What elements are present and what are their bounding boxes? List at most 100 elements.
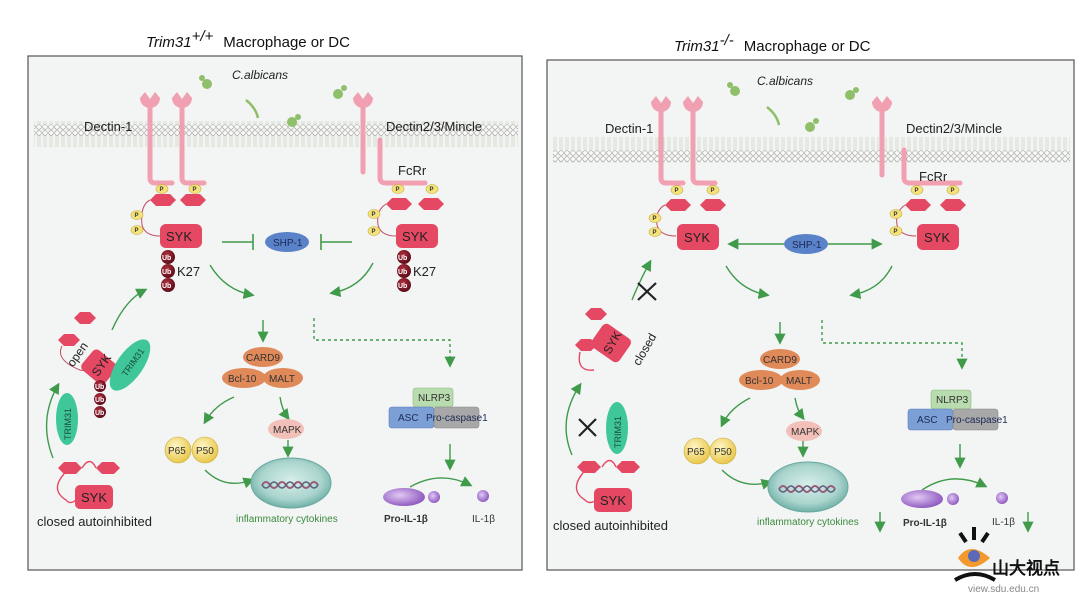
svg-text:P: P <box>915 188 919 194</box>
fcrr-label: FcRr <box>919 169 948 184</box>
inflammatory-cytokines-label: inflammatory cytokines <box>757 517 859 528</box>
shp1-node: SHP-1 <box>784 234 828 254</box>
dectin-1-label: Dectin-1 <box>84 119 132 134</box>
svg-text:ASC: ASC <box>917 415 938 426</box>
pathogen-label: C.albicans <box>232 68 288 82</box>
svg-text:Ub: Ub <box>398 283 407 290</box>
svg-text:P: P <box>135 213 139 219</box>
trim31-node: TRIM31 <box>606 402 628 454</box>
svg-text:MAPK: MAPK <box>273 425 302 436</box>
svg-text:Ub: Ub <box>398 255 407 262</box>
svg-text:P: P <box>951 188 955 194</box>
svg-text:TRIM31: TRIM31 <box>63 408 73 440</box>
nucleus <box>767 461 849 513</box>
blocked-x-icon <box>578 282 657 437</box>
svg-text:P: P <box>894 212 898 218</box>
svg-text:ASC: ASC <box>398 413 419 424</box>
watermark-name: 山大视点 <box>992 558 1060 578</box>
syk-complex-left: P P P P SYK <box>648 185 726 250</box>
syk-closed-autoinhibited: SYK <box>56 460 120 509</box>
closed-autoinhibited-label: closed autoinhibited <box>37 514 152 529</box>
svg-text:Bcl-10: Bcl-10 <box>745 376 774 387</box>
svg-text:Pro-caspase1: Pro-caspase1 <box>946 415 1008 426</box>
il1b-molecules <box>901 490 1008 508</box>
svg-text:P: P <box>372 229 376 235</box>
svg-text:Ub: Ub <box>95 410 104 417</box>
pro-il1b-label: Pro-IL-1β <box>384 514 428 525</box>
watermark-eye-logo <box>953 527 997 582</box>
syk-open-trim31: SYK open TRIM31 Ub Ub Ub <box>58 312 151 418</box>
il1b-label: IL-1β <box>472 514 495 525</box>
svg-text:P: P <box>653 230 657 236</box>
panel-title: Trim31-/-Macrophage or DC <box>674 32 871 55</box>
svg-text:Ub: Ub <box>95 397 104 404</box>
svg-text:P: P <box>372 212 376 218</box>
trim31-node: TRIM31 <box>56 393 78 445</box>
shp1-node: SHP-1 <box>265 232 309 252</box>
svg-text:Bcl-10: Bcl-10 <box>228 374 257 385</box>
signal-arrows <box>565 238 1034 533</box>
nfkb-dimer: P65 P50 <box>683 437 737 465</box>
svg-text:SHP-1: SHP-1 <box>273 238 303 249</box>
cell-membrane <box>34 121 518 147</box>
syk-closed-autoinhibited: SYK <box>575 459 640 512</box>
dectin2-receptor <box>872 96 963 186</box>
nfkb-dimer: P65 P50 <box>164 436 219 464</box>
dashed-arrow-inflammasome <box>313 318 456 368</box>
svg-text:P: P <box>160 187 164 193</box>
fcrr-label: FcRr <box>398 163 427 178</box>
svg-text:Ub: Ub <box>162 255 171 262</box>
card9-complex: CARD9 Bcl-10 MALT <box>222 347 303 388</box>
svg-text:Pro-caspase1: Pro-caspase1 <box>426 413 488 424</box>
syk-complex-left: P P P P SYK Ub Ub Ub K27 <box>130 184 206 292</box>
svg-text:NLRP3: NLRP3 <box>936 395 969 406</box>
svg-text:SYK: SYK <box>924 230 950 245</box>
closed-autoinhibited-label: closed autoinhibited <box>553 518 668 533</box>
panel-knockout: Trim31-/-Macrophage or DC C.albicans Dec… <box>546 32 1075 571</box>
svg-text:P: P <box>430 187 434 193</box>
inflammasome: NLRP3 ASC Pro-caspase1 <box>388 387 488 429</box>
panel-wildtype: Trim31+/+Macrophage or DC C.albicans Dec… <box>27 28 523 571</box>
panel-title: Trim31+/+Macrophage or DC <box>146 28 350 51</box>
syk-label: SYK <box>402 229 428 244</box>
svg-text:Ub: Ub <box>162 269 171 276</box>
syk-complex-right: P P P P SYK Ub Ub Ub K27 <box>367 184 444 292</box>
dectin2-label: Dectin2/3/Mincle <box>386 119 482 134</box>
il1b-molecules <box>383 488 489 506</box>
svg-text:Ub: Ub <box>162 283 171 290</box>
svg-text:TRIM31: TRIM31 <box>613 416 623 448</box>
dectin2-label: Dectin2/3/Mincle <box>906 121 1002 136</box>
svg-text:P: P <box>193 187 197 193</box>
svg-text:SHP-1: SHP-1 <box>792 240 822 251</box>
svg-text:P65: P65 <box>687 447 705 458</box>
mapk-node: MAPK <box>786 421 822 441</box>
svg-text:MALT: MALT <box>269 374 295 385</box>
candida-particles <box>727 82 859 132</box>
svg-text:CARD9: CARD9 <box>763 355 797 366</box>
syk-label: SYK <box>166 229 192 244</box>
dectin2-receptor <box>353 92 428 186</box>
dectin-1-receptors <box>140 92 207 186</box>
dectin-1-label: Dectin-1 <box>605 121 653 136</box>
k27-label: K27 <box>177 264 200 279</box>
svg-text:P: P <box>396 187 400 193</box>
watermark: 山大视点 view.sdu.edu.cn <box>953 527 1060 595</box>
svg-text:CARD9: CARD9 <box>246 353 280 364</box>
svg-text:P: P <box>711 188 715 194</box>
cell-membrane <box>553 137 1070 163</box>
svg-text:P: P <box>653 216 657 222</box>
svg-text:SYK: SYK <box>684 230 710 245</box>
inflammasome: NLRP3 ASC Pro-caspase1 <box>907 389 1008 431</box>
svg-text:NLRP3: NLRP3 <box>418 393 451 404</box>
svg-text:P: P <box>894 229 898 235</box>
svg-text:MALT: MALT <box>786 376 812 387</box>
svg-text:P65: P65 <box>168 446 186 457</box>
svg-text:SYK: SYK <box>81 490 107 505</box>
svg-text:P: P <box>135 228 139 234</box>
k27-label: K27 <box>413 264 436 279</box>
svg-text:SYK: SYK <box>600 493 626 508</box>
il1b-label: IL-1β <box>992 517 1015 528</box>
pro-il1b-label: Pro-IL-1β <box>903 518 947 529</box>
watermark-url: view.sdu.edu.cn <box>968 584 1039 595</box>
